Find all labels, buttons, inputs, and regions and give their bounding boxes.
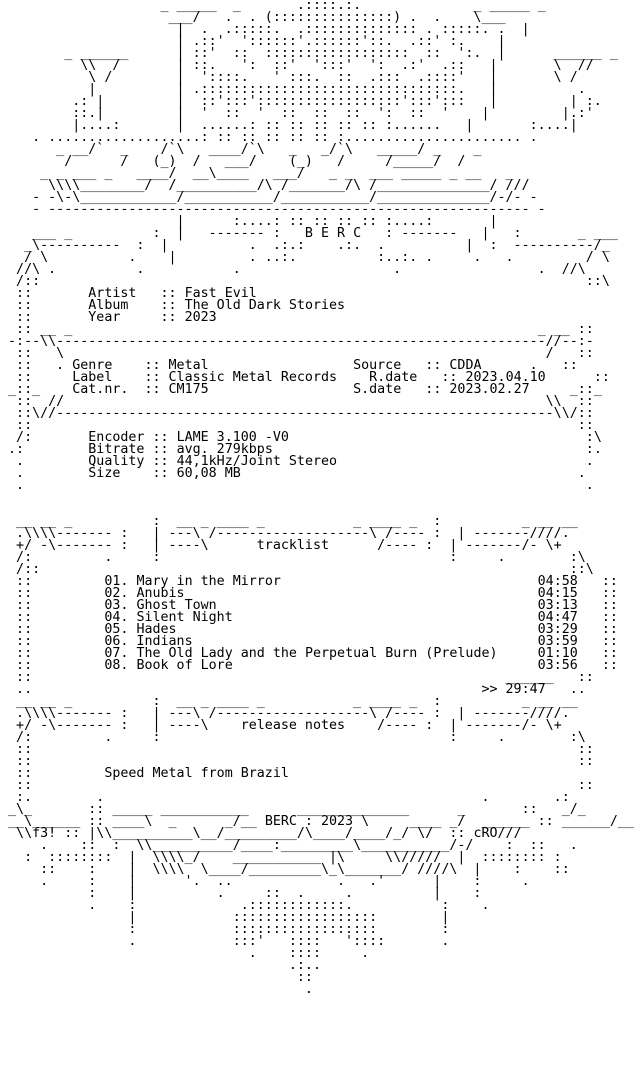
quality: 44,1kHz/Joint Stereo <box>176 454 338 469</box>
track-num-3: 03. <box>104 598 129 613</box>
track-num-6: 06. <box>104 634 129 649</box>
track-time-7: 01:10 <box>537 646 578 661</box>
bitrate-label: Bitrate <box>88 442 145 457</box>
track-time-6: 03:59 <box>537 634 578 649</box>
release-notes-heading: release notes <box>240 718 346 733</box>
track-num-4: 04. <box>104 610 129 625</box>
track-num-1: 01. <box>104 574 129 589</box>
credit-left: f3! <box>32 826 57 841</box>
track-time-8: 03:56 <box>537 658 578 673</box>
source-label: Source <box>353 358 402 373</box>
track-title-4: Silent Night <box>136 610 233 625</box>
artist-label: Artist <box>88 286 137 301</box>
genre: Metal <box>168 358 209 373</box>
year-label: Year <box>88 310 121 325</box>
track-num-7: 07. <box>104 646 129 661</box>
genre-label: Genre <box>72 358 113 373</box>
label-label: Label <box>72 370 113 385</box>
year: 2023 <box>184 310 217 325</box>
credit-right: cRO <box>473 826 498 841</box>
track-num-8: 08. <box>104 658 129 673</box>
sdate: 2023.02.27 <box>449 382 530 397</box>
track-num-2: 02. <box>104 586 129 601</box>
tracklist-heading: tracklist <box>256 538 329 553</box>
footer: BERC : 2023 <box>264 814 354 829</box>
track-title-5: Hades <box>136 622 177 637</box>
size-label: Size <box>88 466 121 481</box>
album: The Old Dark Stories <box>184 298 346 313</box>
rdate-label: R.date <box>369 370 418 385</box>
rdate: 2023.04.10 <box>465 370 546 385</box>
label: Classic Metal Records <box>168 370 338 385</box>
total-time: 29:47 <box>505 682 546 697</box>
track-time-4: 04:47 <box>537 610 578 625</box>
track-num-5: 05. <box>104 622 129 637</box>
track-time-3: 03:13 <box>537 598 578 613</box>
track-time-2: 04:15 <box>537 586 578 601</box>
track-title-2: Anubis <box>136 586 185 601</box>
catnr-label: Cat.nr. <box>72 382 129 397</box>
track-title-1: Mary in the Mirror <box>136 574 281 589</box>
encoder: LAME 3.100 -V0 <box>176 430 289 445</box>
track-title-8: Book of Lore <box>136 658 233 673</box>
group: B E R C <box>304 226 362 241</box>
album-label: Album <box>88 298 129 313</box>
size: 60,08 MB <box>176 466 241 481</box>
encoder-label: Encoder <box>88 430 145 445</box>
catnr: CM175 <box>168 382 209 397</box>
track-time-1: 04:58 <box>537 574 578 589</box>
source: CDDA <box>449 358 482 373</box>
track-time-5: 03:29 <box>537 622 578 637</box>
quality-label: Quality <box>88 454 145 469</box>
release-notes: Speed Metal from Brazil <box>104 766 289 781</box>
bitrate: avg. 279kbps <box>176 442 273 457</box>
artist: Fast Evil <box>184 286 257 301</box>
track-title-7: The Old Lady and the Perpetual Burn (Pre… <box>136 646 498 661</box>
track-title-6: Indians <box>136 634 193 649</box>
track-title-3: Ghost Town <box>136 598 217 613</box>
sdate-label: S.date <box>353 382 402 397</box>
